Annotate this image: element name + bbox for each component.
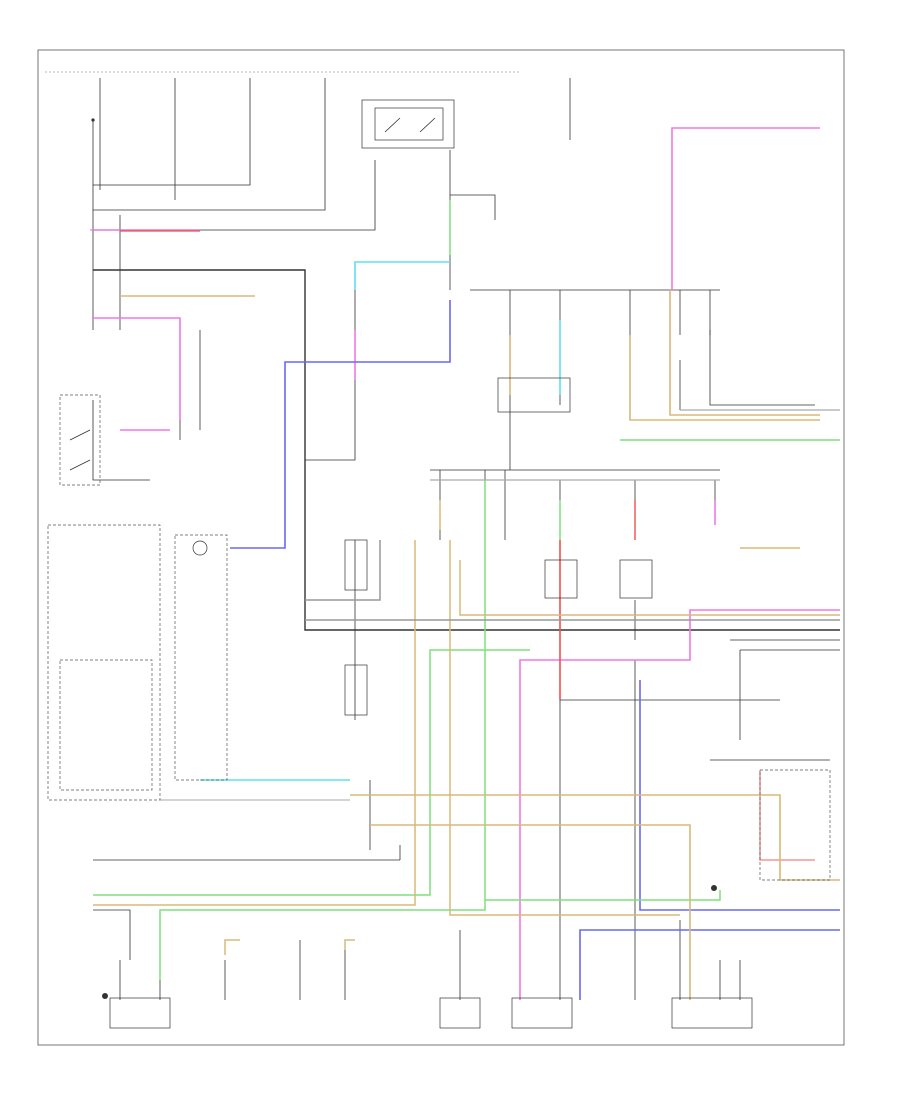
bottom-connector-2 [511, 997, 573, 1029]
relay-contact [374, 107, 444, 141]
junction-1 [711, 885, 717, 891]
sensor-box-2 [344, 664, 368, 716]
bottom-connector-4 [439, 997, 481, 1029]
relay-small-1 [497, 377, 571, 413]
relay-box-top [361, 99, 455, 149]
center-meter-box [174, 534, 228, 781]
component-boxes [47, 99, 831, 1029]
left-module-box [47, 524, 161, 801]
junction-2 [91, 118, 95, 122]
diagram-frame [37, 49, 845, 1046]
relay-small-2 [544, 559, 578, 599]
colored-wires [90, 127, 840, 1000]
ignition-switch-box [59, 394, 101, 486]
bottom-connector-3 [671, 997, 753, 1029]
sensor-box-1 [344, 539, 368, 591]
right-module-box [759, 769, 831, 881]
meter-gauge [192, 540, 208, 556]
ground-symbol [102, 993, 108, 999]
left-switch-box [59, 659, 153, 791]
relay-small-3 [619, 559, 653, 599]
black-wires [92, 78, 840, 1000]
bottom-connector-1 [109, 997, 171, 1029]
